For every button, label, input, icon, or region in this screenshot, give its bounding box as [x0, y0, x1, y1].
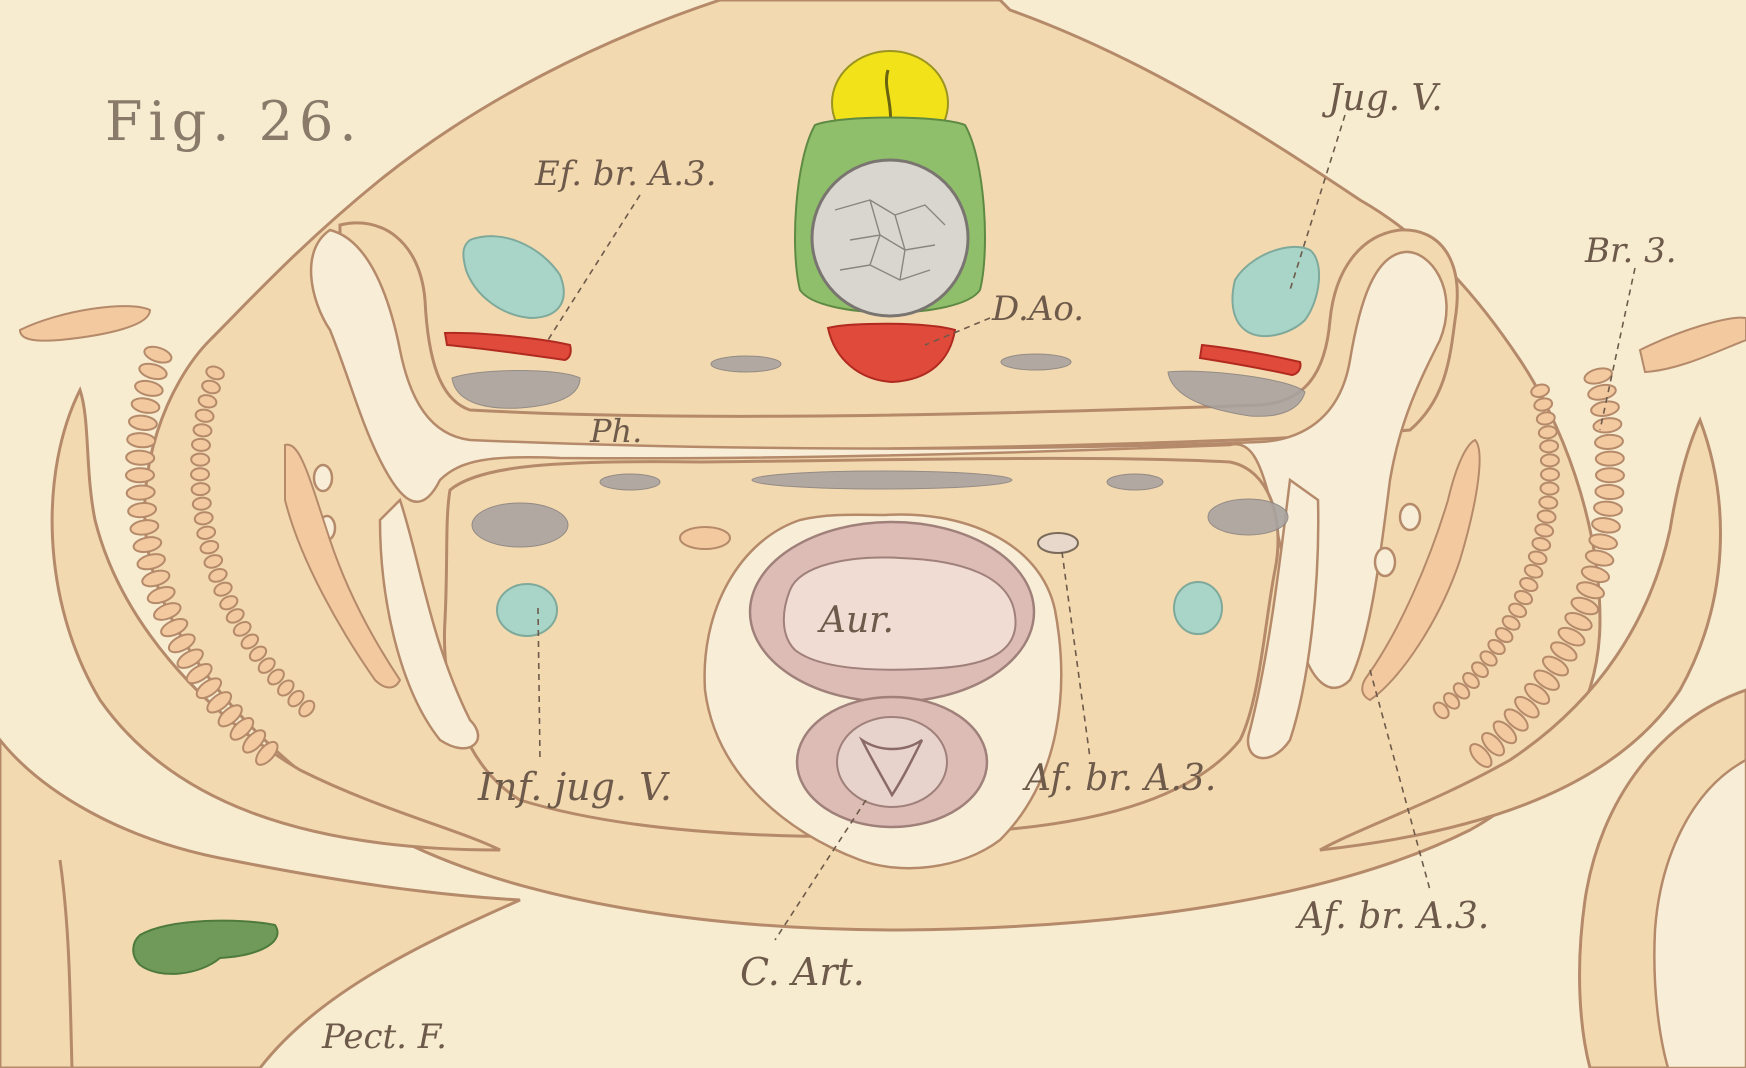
- afferent-artery-center: [1038, 533, 1078, 553]
- left-gill-filament: [142, 344, 173, 366]
- gill-flap-left-top: [20, 306, 150, 341]
- left-gill-filament: [191, 453, 209, 466]
- muscle-band-left: [600, 474, 660, 490]
- left-gill-filament: [127, 432, 156, 448]
- label-br-3: Br. 3.: [1584, 231, 1677, 271]
- label-af-br-a3-right: Af. br. A.3.: [1295, 896, 1489, 937]
- right-gill-filament: [1583, 366, 1614, 386]
- right-gill-filament: [1541, 468, 1559, 480]
- inferior-jugular-vein-right: [1174, 582, 1222, 634]
- label-ph: Ph.: [589, 412, 642, 450]
- right-gill-filament: [1596, 451, 1624, 466]
- inferior-jugular-vein-left: [497, 584, 557, 636]
- label-pect-f: Pect. F.: [321, 1017, 447, 1057]
- right-gill-filament: [1595, 434, 1624, 450]
- label-aur: Aur.: [817, 600, 894, 641]
- left-gill-filament: [192, 497, 211, 511]
- muscle-small-left: [711, 356, 781, 372]
- label-d-ao: D.Ao.: [991, 289, 1084, 329]
- right-gill-filament: [1541, 454, 1559, 467]
- right-gill-filament: [1591, 516, 1621, 534]
- left-gill-filament: [126, 468, 154, 482]
- muscle-small-right: [1001, 354, 1071, 370]
- left-gill-filament: [126, 485, 155, 501]
- right-gill-filament: [1595, 484, 1624, 500]
- left-gill-filament: [191, 483, 210, 496]
- label-inf-jug-v: Inf. jug. V.: [477, 765, 672, 809]
- left-gill-filament: [191, 468, 209, 480]
- notochord: [812, 160, 968, 316]
- muscle-band-center: [752, 471, 1012, 489]
- left-gill-filament: [192, 438, 211, 451]
- left-gill-filament: [138, 361, 169, 382]
- right-gill-filament: [1593, 417, 1622, 434]
- label-jug-v: Jug. V.: [1321, 78, 1443, 119]
- left-gill-filament: [128, 414, 158, 431]
- small-vessel-left: [680, 527, 730, 549]
- figure-title: Fig. 26.: [105, 90, 363, 153]
- right-gill-filament: [1596, 468, 1624, 482]
- left-gill-filament: [131, 396, 161, 415]
- muscle-ventral-right: [1208, 499, 1288, 535]
- gill-flap-right-top: [1640, 318, 1746, 372]
- left-gill-filament: [126, 450, 154, 465]
- right-gill-filament: [1593, 500, 1622, 517]
- muscle-band-right: [1107, 474, 1163, 490]
- cartilage-left-a: [314, 465, 332, 491]
- cartilage-right-a: [1400, 504, 1420, 530]
- left-gill-filament: [134, 379, 164, 399]
- label-af-br-a3-center: Af. br. A.3.: [1022, 758, 1216, 799]
- label-c-art: C. Art.: [740, 950, 865, 994]
- atrium-lumen: [784, 557, 1016, 669]
- cartilage-right-b: [1375, 548, 1395, 576]
- right-gill-filament: [1540, 482, 1559, 495]
- right-gill-filament: [1540, 440, 1559, 453]
- right-gill-filament: [1587, 383, 1617, 402]
- muscle-ventral-left: [472, 503, 568, 547]
- label-ef-br-a3: Ef. br. A.3.: [534, 154, 717, 194]
- right-gill-filament: [1539, 496, 1558, 510]
